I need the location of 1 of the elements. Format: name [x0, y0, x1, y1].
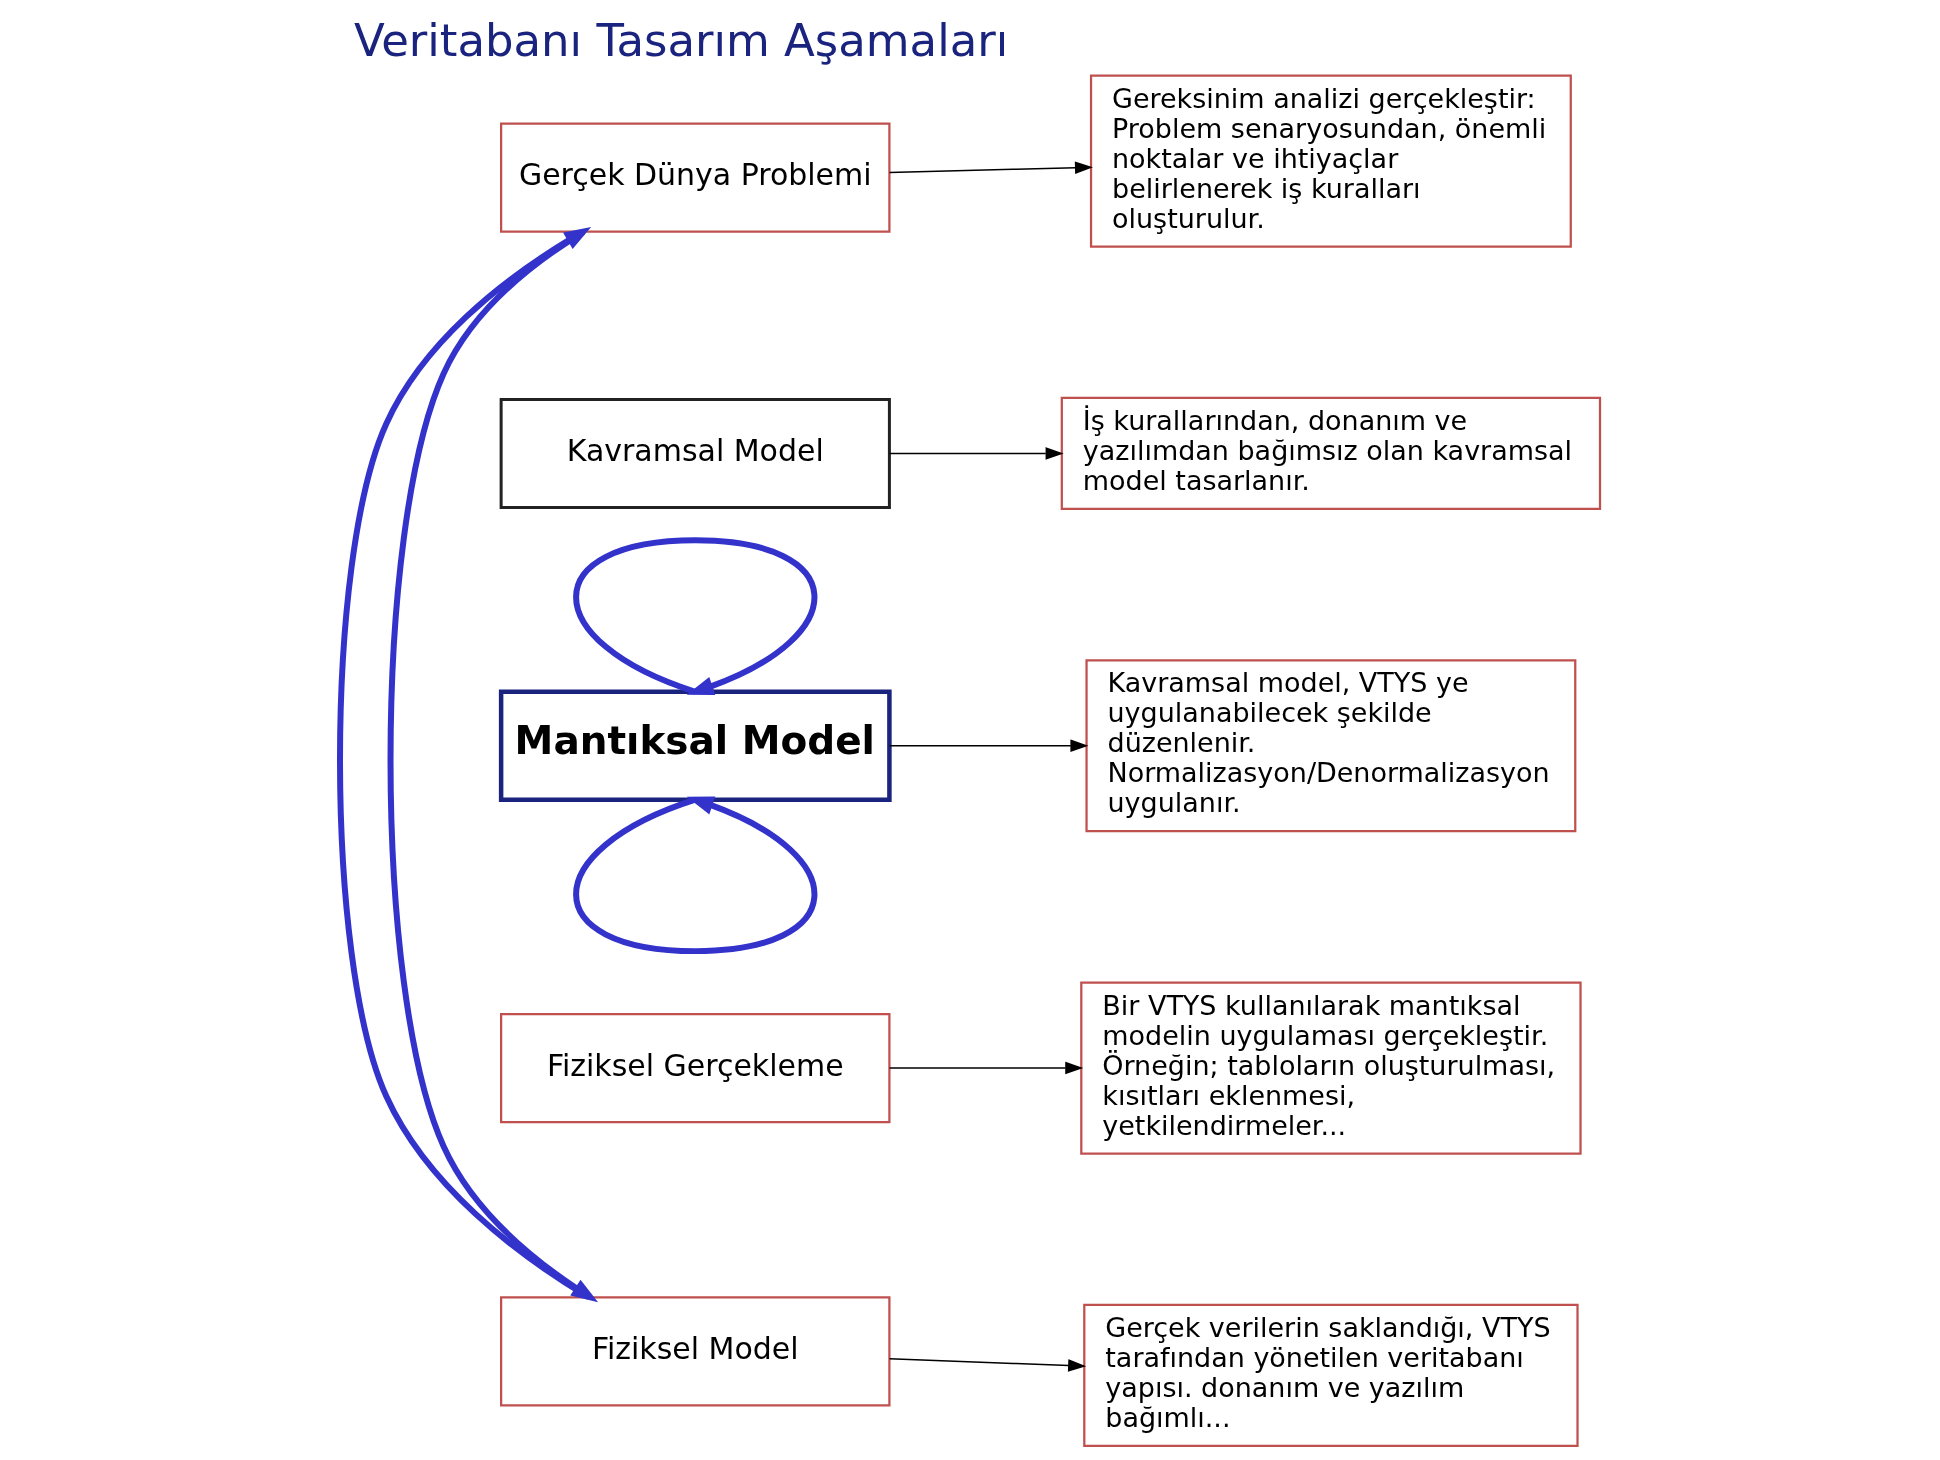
diagram-title: Veritabanı Tasarım Aşamaları [353, 14, 1009, 68]
